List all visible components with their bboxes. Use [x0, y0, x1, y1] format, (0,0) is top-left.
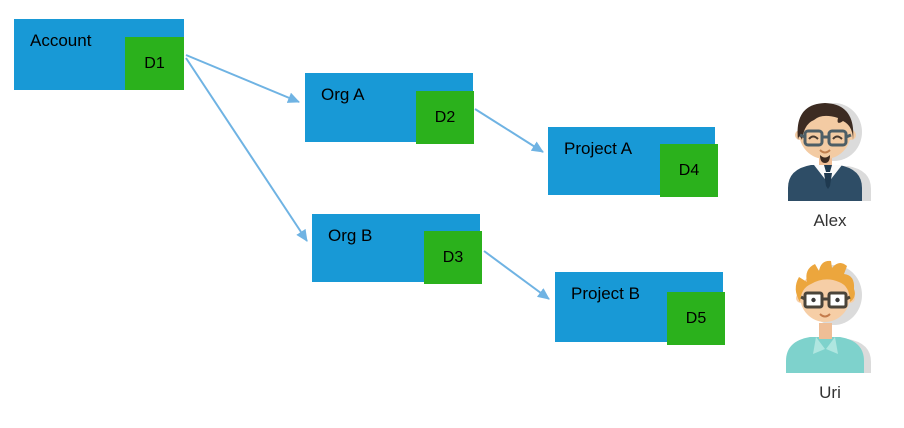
badge-d4-label: D4 — [678, 161, 700, 179]
node-org-a-label: Org A — [321, 85, 365, 104]
alex-sweater — [788, 165, 862, 201]
badge-d1-label: D1 — [144, 54, 165, 72]
user-alex-name: Alex — [813, 211, 847, 230]
alex-eye-right — [832, 135, 843, 140]
badge-d4: D4 — [660, 144, 718, 197]
alex-goatee — [820, 155, 830, 163]
badge-d3: D3 — [424, 231, 482, 284]
alex-eye-left — [808, 135, 819, 140]
uri-avatar-icon — [786, 260, 871, 373]
node-account-label: Account — [30, 31, 92, 50]
edge-orga-projecta — [474, 108, 544, 153]
uri-neck — [819, 323, 832, 339]
alex-smile — [819, 149, 831, 154]
user-uri-name: Uri — [819, 383, 841, 402]
edge-account-orgb — [185, 57, 308, 242]
badge-d2: D2 — [416, 91, 474, 144]
node-project-a: Project A D4 — [548, 127, 718, 197]
edge-account-orga — [185, 54, 300, 103]
alex-glasses — [799, 129, 852, 147]
uri-glasses — [800, 291, 851, 309]
user-alex: Alex — [778, 93, 882, 231]
node-org-b-label: Org B — [328, 226, 373, 245]
badge-d1: D1 — [125, 37, 184, 90]
user-uri: Uri — [778, 253, 882, 403]
alex-hair — [797, 103, 854, 140]
uri-smile — [819, 313, 831, 318]
badge-d5-label: D5 — [685, 309, 707, 327]
uri-collar-left — [813, 337, 825, 354]
alex-avatar-icon — [788, 103, 871, 201]
badge-d5: D5 — [667, 292, 725, 345]
alex-tie — [824, 165, 832, 189]
uri-hair — [795, 260, 855, 302]
uri-shirt — [786, 337, 864, 373]
badge-d3-label: D3 — [442, 248, 464, 266]
node-org-a: Org A D2 — [305, 73, 474, 144]
edge-orgb-projectb — [483, 250, 550, 300]
node-project-b-label: Project B — [571, 284, 640, 303]
node-project-a-label: Project A — [564, 139, 633, 158]
badge-d2-label: D2 — [434, 108, 456, 126]
node-account: Account D1 — [14, 19, 184, 90]
node-project-b: Project B D5 — [555, 272, 725, 345]
node-org-b: Org B D3 — [312, 214, 482, 284]
uri-collar-right — [826, 337, 838, 354]
